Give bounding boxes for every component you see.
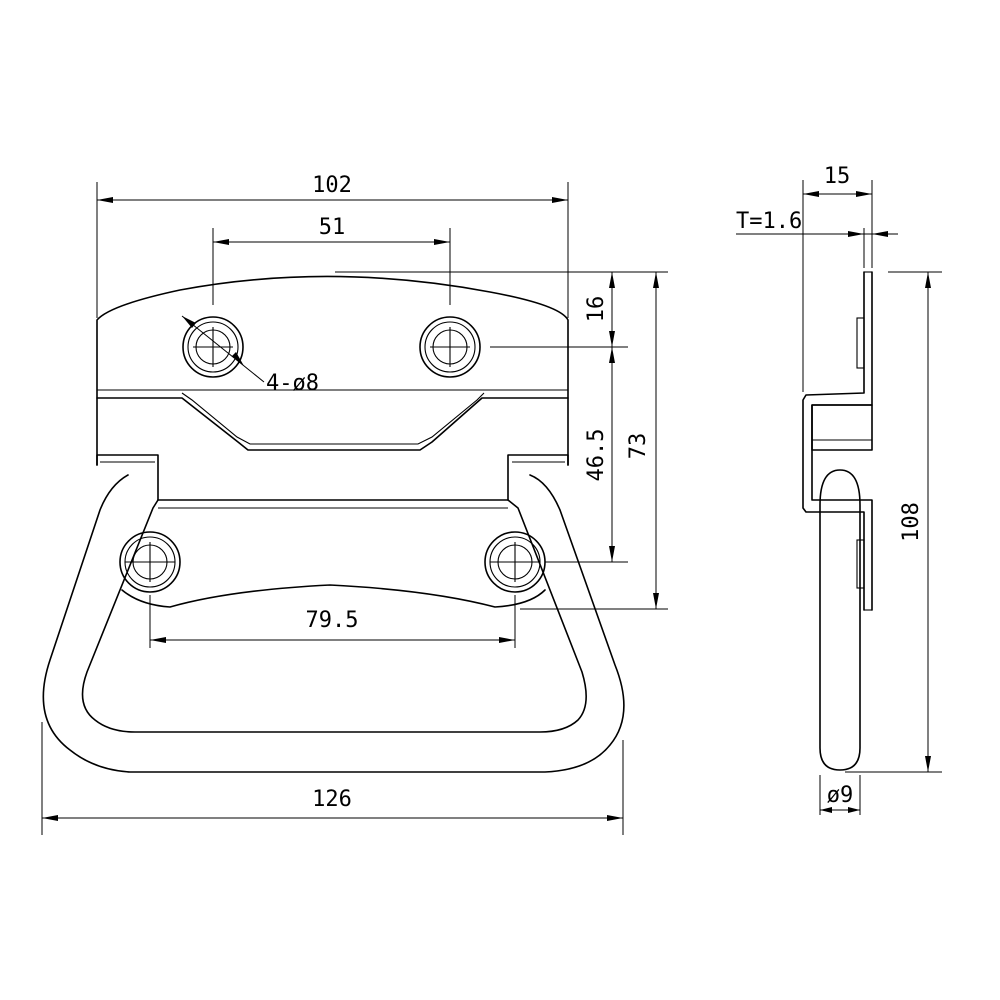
dim-hole-spacing-vertical: 46.5 <box>584 347 615 562</box>
dim-wire-diameter: ø9 <box>819 775 861 815</box>
dim-text-102: 102 <box>312 173 352 198</box>
plate-notch-inner <box>181 392 485 445</box>
dim-width-top: 102 <box>96 173 569 318</box>
side-handle-rod <box>819 469 861 771</box>
dim-text-o9: ø9 <box>827 783 854 808</box>
dim-height-overall: 108 <box>845 271 942 773</box>
upper-plate-outline <box>96 275 569 466</box>
dim-top-offset: 16 <box>584 272 615 347</box>
hole-bottom-left <box>119 531 181 593</box>
dim-hole-spacing-bottom: 79.5 <box>149 595 516 648</box>
hole-top-left <box>182 316 244 378</box>
dim-text-73: 73 <box>626 433 651 460</box>
dim-text-46-5: 46.5 <box>584 429 609 482</box>
dim-text-79-5: 79.5 <box>306 608 359 633</box>
hole-bottom-right <box>484 531 546 593</box>
dim-text-hole: 4-ø8 <box>266 371 319 396</box>
handle-outer-outline <box>42 474 625 773</box>
dim-text-51: 51 <box>319 215 346 240</box>
dim-depth: 15 <box>802 164 873 392</box>
side-plate-outline <box>802 271 865 611</box>
dim-hole-callout: 4-ø8 <box>181 315 319 396</box>
dim-text-126: 126 <box>312 787 352 812</box>
hole-top-right <box>419 316 481 378</box>
dim-text-thickness: T=1.6 <box>736 209 802 234</box>
side-dimensions: 15 T=1.6 108 ø9 <box>736 164 942 815</box>
front-dimensions: 102 51 4-ø8 16 <box>41 173 668 835</box>
side-plate-back <box>811 271 873 611</box>
lower-plate-bottom <box>121 584 546 608</box>
dim-text-15: 15 <box>824 164 851 189</box>
left-handle-socket <box>96 454 159 501</box>
dim-hole-spacing-top: 51 <box>212 215 451 305</box>
dim-text-108: 108 <box>899 502 924 542</box>
side-view <box>802 271 873 771</box>
right-handle-socket <box>507 454 569 501</box>
side-socket <box>811 404 873 451</box>
dim-text-16: 16 <box>584 296 609 323</box>
dim-plate-height: 73 <box>626 272 659 609</box>
dim-width-overall: 126 <box>41 722 624 835</box>
plate-notch <box>96 397 569 451</box>
side-boss-top <box>856 317 865 369</box>
front-view <box>42 275 625 773</box>
dim-thickness: T=1.6 <box>736 209 898 268</box>
handle-inner-outline <box>81 499 587 733</box>
